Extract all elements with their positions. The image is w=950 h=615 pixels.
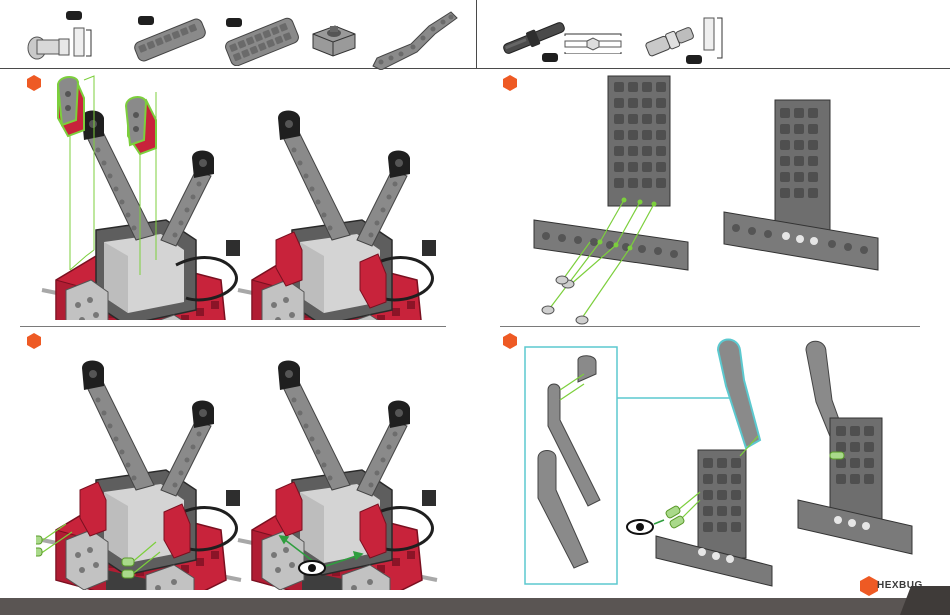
curved-beam-highlight [718, 340, 760, 449]
step-1-illustration [36, 70, 456, 320]
step-3-illustration [36, 330, 456, 590]
eye-icon-step-3 [299, 561, 325, 575]
parts-divider [476, 0, 477, 68]
step-badge-2 [502, 75, 518, 91]
parts-bar [0, 0, 950, 69]
horizontal-plate-exploded [534, 220, 688, 270]
step-2-illustration [520, 70, 920, 325]
pin-connector-part [640, 14, 730, 64]
servo-hub-part [305, 20, 361, 60]
t-plate-assembled [724, 100, 878, 270]
t-plate-step-4 [656, 450, 772, 586]
vertical-plate-exploded [608, 76, 670, 206]
step-4-illustration [520, 330, 930, 590]
bracket-right-exploded [126, 97, 156, 154]
eye-icon-step-4 [627, 520, 653, 534]
assembled-result-step-4 [798, 341, 912, 554]
hexbug-logo-text: HEXBUG [877, 580, 923, 591]
pin-with-cap-part [24, 10, 98, 62]
section-divider-right [500, 326, 920, 327]
section-divider-left [20, 326, 446, 327]
spacer-frame-part [563, 32, 623, 54]
wide-plate-part [220, 4, 300, 66]
bracket-left-exploded [58, 77, 84, 136]
long-beam-part [130, 4, 210, 66]
axle-connector-part [500, 16, 570, 64]
curved-beam-part [365, 4, 460, 70]
footer-bar [0, 598, 950, 615]
step-badge-4 [502, 333, 518, 349]
